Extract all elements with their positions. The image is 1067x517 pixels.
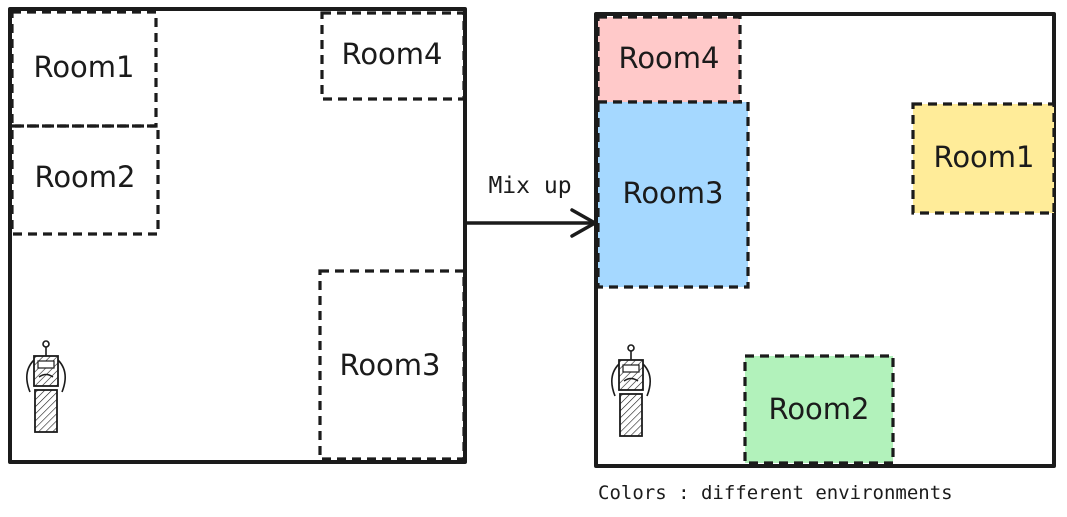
right-room3: Room3 <box>596 100 750 289</box>
right-room4: Room4 <box>596 15 742 104</box>
arrow-label: Mix up <box>488 173 571 199</box>
left-room4-box <box>320 11 466 101</box>
left-map: Room1 Room2 Room4 Room3 <box>8 7 467 464</box>
right-room2-box <box>743 354 895 465</box>
robot-icon <box>610 344 652 437</box>
right-map: Room4 Room3 Room1 Room2 <box>594 12 1056 468</box>
left-room1: Room1 <box>10 10 158 128</box>
right-room1: Room1 <box>911 102 1056 215</box>
right-room1-box <box>911 102 1056 215</box>
left-room1-box <box>10 10 158 128</box>
caption: Colors : different environments <box>598 482 953 504</box>
mix-up-arrow: Mix up <box>467 173 597 238</box>
left-room2-box <box>10 124 160 236</box>
left-room2-label: Room2 <box>34 160 135 194</box>
right-room3-box <box>596 100 750 289</box>
left-room1-label: Room1 <box>33 50 134 84</box>
right-room4-label: Room4 <box>618 41 719 75</box>
left-map-frame <box>8 7 467 464</box>
robot-icon <box>25 340 67 433</box>
left-room2: Room2 <box>10 124 160 236</box>
right-room2-label: Room2 <box>768 392 869 426</box>
left-room3-box <box>318 269 466 461</box>
left-room4-label: Room4 <box>341 37 442 71</box>
right-room3-label: Room3 <box>622 176 723 210</box>
right-room4-box <box>596 15 742 104</box>
right-map-frame <box>594 12 1056 468</box>
left-room3-label: Room3 <box>339 348 440 382</box>
right-room2: Room2 <box>743 354 895 465</box>
left-room3: Room3 <box>318 269 466 461</box>
right-room1-label: Room1 <box>933 140 1034 174</box>
left-room4: Room4 <box>320 11 466 101</box>
